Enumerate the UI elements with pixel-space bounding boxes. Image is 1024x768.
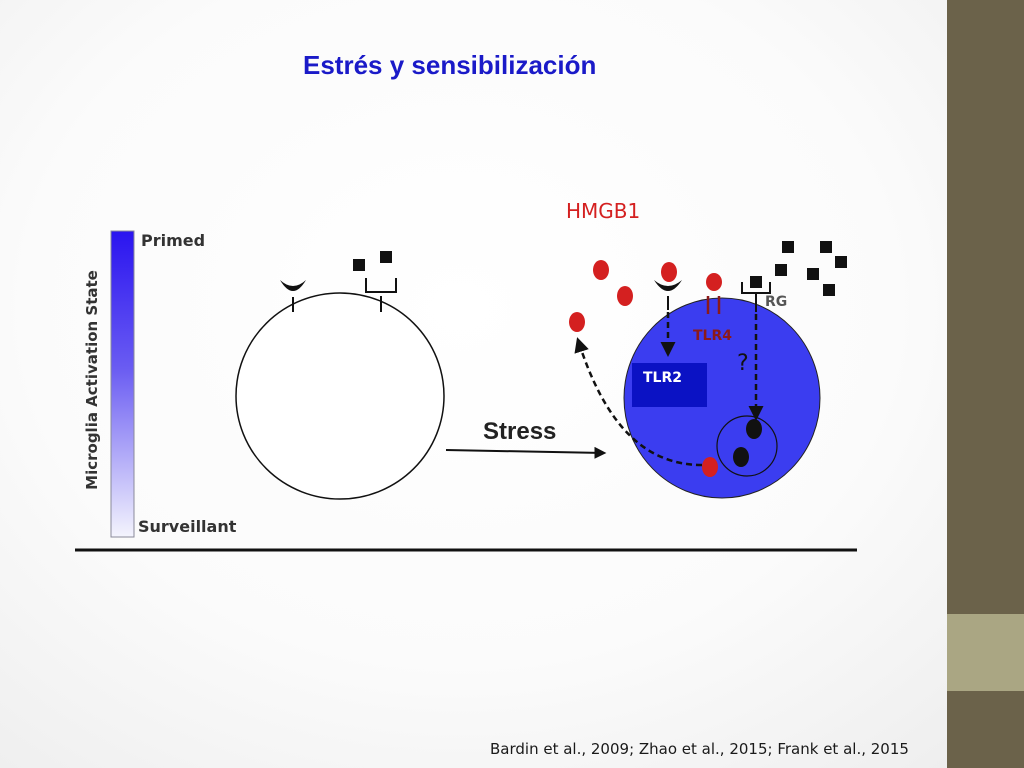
hmgb1-ligand (702, 457, 718, 477)
stress-arrow (445, 446, 607, 459)
hmgb1-ligand (706, 273, 722, 291)
nucleus (716, 415, 778, 477)
dark-ligand-square (782, 241, 794, 253)
y-receptor-resting (365, 278, 397, 312)
surveillant-label: Surveillant (138, 517, 237, 536)
slide-side-bar-accent (947, 614, 1024, 691)
dark-ligand-square (820, 241, 832, 253)
dark-ligand-square (807, 268, 819, 280)
citation: Bardin et al., 2009; Zhao et al., 2015; … (490, 740, 909, 758)
hmgb1-release-arrow (574, 337, 703, 467)
dark-ligand-square (750, 276, 762, 288)
dark-ligand-square (775, 264, 787, 276)
dark-ligand-square (823, 284, 835, 296)
tlr2-label: TLR2 (643, 370, 682, 386)
hmgb1-ligand (661, 262, 677, 282)
dark-ligand-square (353, 259, 365, 271)
dark-ligand-square (380, 251, 392, 263)
tlr2-box (632, 363, 707, 407)
activation-gradient-bar (110, 230, 135, 538)
cup-receptor-resting (280, 280, 306, 312)
surveillant-cell (235, 292, 445, 500)
primed-label: Primed (141, 231, 205, 250)
activation-axis-label: Microglia Activation State (83, 270, 101, 490)
stress-label: Stress (483, 418, 556, 445)
cup-receptor-primed (654, 280, 682, 310)
hmgb1-ligand (569, 312, 585, 332)
dark-ligand-square (835, 256, 847, 268)
slide-title: Estrés y sensibilización (303, 50, 597, 80)
nuclear-dot (746, 419, 762, 439)
tlr4-receptor (706, 296, 721, 314)
rg-receptor (741, 282, 771, 312)
nuclear-dot (733, 447, 749, 467)
hmgb1-ligand (617, 286, 633, 306)
hmgb1-label: HMGB1 (566, 199, 640, 223)
rg-label: RG (765, 294, 787, 310)
hmgb1-ligand (593, 260, 609, 280)
unknown-pathway-marker: ? (737, 351, 749, 376)
tlr4-label: TLR4 (693, 328, 732, 344)
